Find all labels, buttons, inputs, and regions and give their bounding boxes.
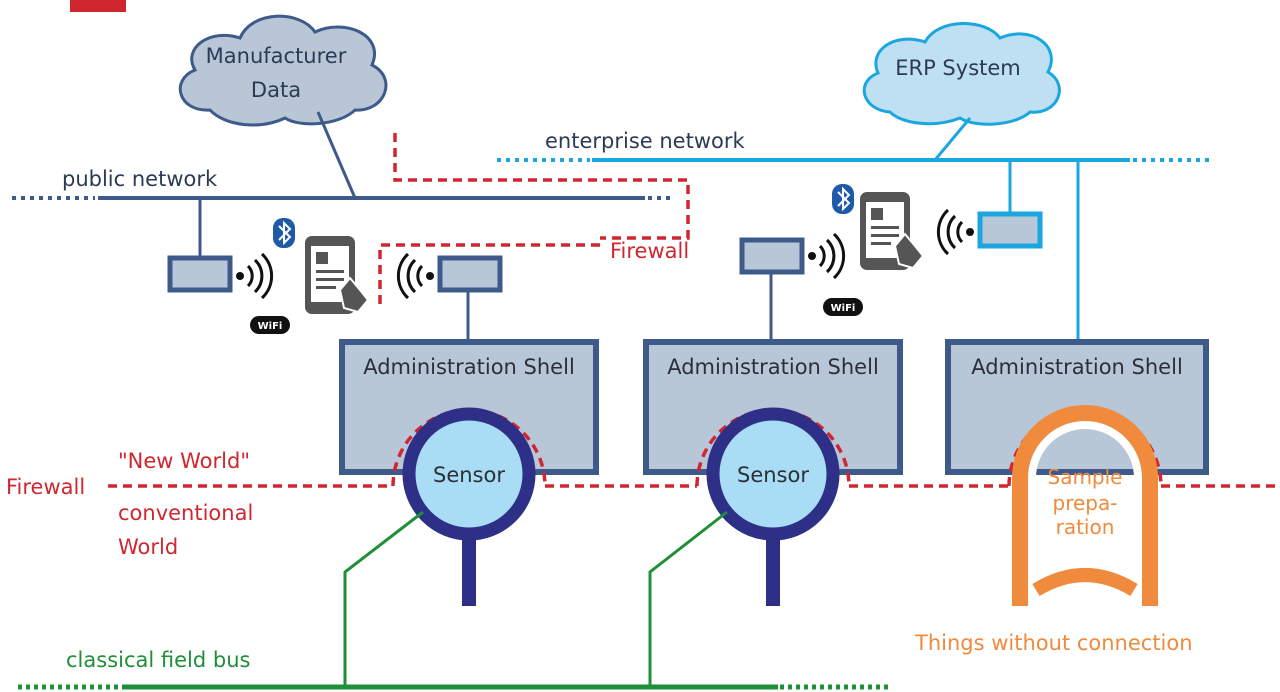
public-network: public network bbox=[12, 111, 672, 258]
administration-shell-3: Administration Shell bbox=[945, 339, 1209, 475]
wifi-badge-icon: WiFi bbox=[823, 298, 863, 316]
smartphone-icon bbox=[305, 236, 370, 314]
conventional-world-label-line2: World bbox=[118, 535, 178, 559]
corner-marker bbox=[70, 0, 126, 12]
wireless-signal-icon bbox=[236, 252, 274, 300]
sensor-label: Sensor bbox=[433, 463, 505, 487]
field-bus-label: classical field bus bbox=[66, 648, 250, 672]
wireless-signal-icon bbox=[808, 232, 846, 280]
access-point-left bbox=[167, 255, 233, 293]
erp-system-cloud: ERP System bbox=[862, 22, 1061, 126]
lower-firewall bbox=[108, 408, 1280, 488]
manufacturer-data-cloud: Manufacturer Data bbox=[178, 14, 388, 127]
classical-field-bus: classical field bus bbox=[18, 510, 890, 690]
smartphone-icon bbox=[860, 192, 925, 270]
lower-firewall-label: Firewall bbox=[6, 475, 85, 499]
manufacturer-label-line2: Data bbox=[251, 78, 301, 102]
shell-title: Administration Shell bbox=[971, 355, 1183, 379]
access-point-middle-left bbox=[437, 255, 503, 342]
shell-title: Administration Shell bbox=[363, 355, 575, 379]
conventional-world-label-line1: conventional bbox=[118, 501, 253, 525]
new-world-label: "New World" bbox=[118, 449, 250, 473]
sample-preparation-line1: Sample bbox=[1048, 465, 1123, 489]
sensor-label: Sensor bbox=[737, 463, 809, 487]
wifi-badge-text: WiFi bbox=[258, 321, 283, 332]
shell-title: Administration Shell bbox=[667, 355, 879, 379]
public-network-label: public network bbox=[62, 167, 218, 191]
access-point-right bbox=[977, 211, 1043, 249]
wireless-signal-icon bbox=[396, 252, 434, 300]
enterprise-network-label: enterprise network bbox=[545, 129, 745, 153]
sample-preparation-line2: prepa- bbox=[1053, 491, 1118, 515]
upper-firewall-label: Firewall bbox=[610, 239, 689, 263]
bluetooth-icon bbox=[832, 184, 854, 214]
bluetooth-icon bbox=[273, 218, 295, 248]
upper-firewall: Firewall bbox=[378, 133, 690, 308]
access-point-middle-right bbox=[739, 237, 805, 342]
sample-preparation-line3: ration bbox=[1056, 515, 1115, 539]
wifi-badge-icon: WiFi bbox=[250, 316, 290, 334]
things-without-connection-label: Things without connection bbox=[914, 631, 1193, 655]
sensor-1: Sensor bbox=[402, 407, 536, 606]
sample-preparation-arch: Sample prepa- ration bbox=[1012, 405, 1158, 606]
manufacturer-label-line1: Manufacturer bbox=[206, 44, 347, 68]
wifi-badge-text: WiFi bbox=[831, 303, 856, 314]
wireless-signal-icon bbox=[936, 208, 974, 256]
erp-label: ERP System bbox=[895, 56, 1021, 80]
sensor-2: Sensor bbox=[706, 407, 840, 606]
enterprise-network: enterprise network bbox=[497, 117, 1212, 342]
